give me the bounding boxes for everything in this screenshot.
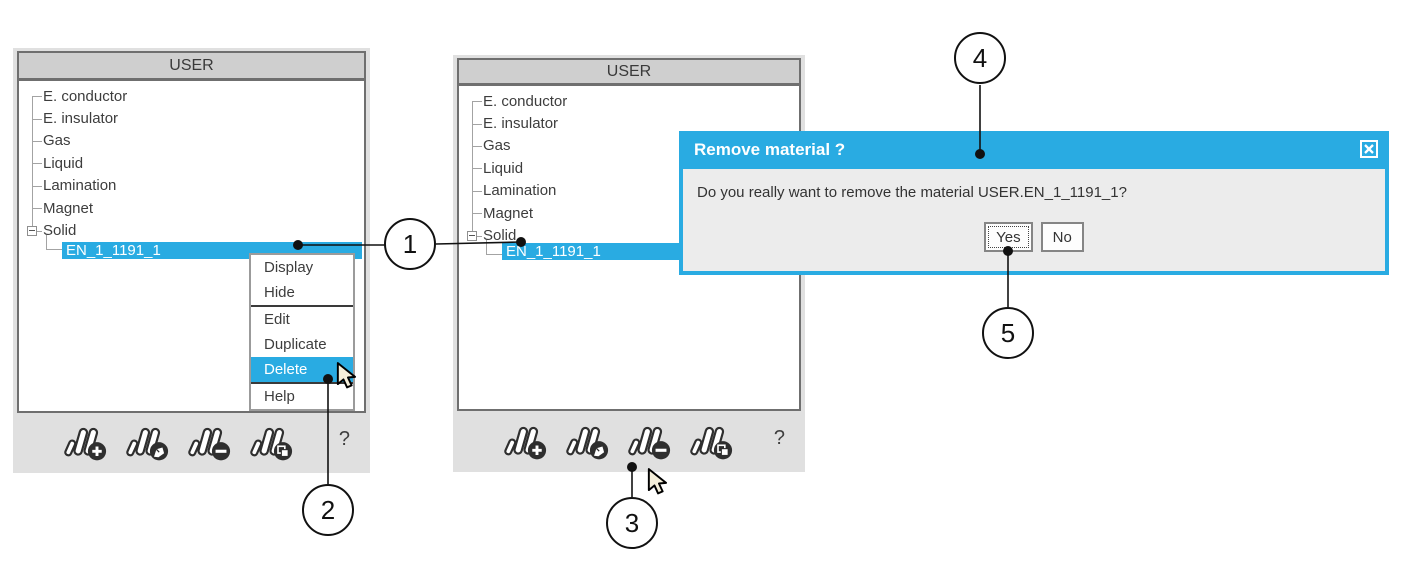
tree-item-lamination[interactable]: Lamination <box>21 175 362 197</box>
tree-item-liquid[interactable]: Liquid <box>21 152 362 174</box>
tree-item-label: Solid <box>483 227 517 245</box>
material-toolbar: ? <box>453 414 805 472</box>
tree-item-solid[interactable]: Solid <box>21 219 362 241</box>
tree-item-gas[interactable]: Gas <box>21 130 362 152</box>
context-menu: Display Hide Edit Duplicate Delete Help <box>249 253 355 411</box>
callout-1: 1 <box>384 218 436 270</box>
tree-item-label: Lamination <box>483 182 557 200</box>
collapse-icon[interactable] <box>27 225 37 236</box>
tree-item-magnet[interactable]: Magnet <box>21 197 362 219</box>
panel-title: USER <box>17 51 366 80</box>
callout-number: 2 <box>320 494 336 525</box>
callout-number: 1 <box>402 228 418 259</box>
tree-rows: E. conductor E. insulator Gas Liquid Lam… <box>21 83 362 242</box>
edit-material-button[interactable] <box>566 423 612 463</box>
tree-guide-line <box>32 96 33 231</box>
callout-4: 4 <box>954 32 1006 84</box>
tree-child-connector <box>46 235 62 250</box>
menu-item-edit[interactable]: Edit <box>251 307 353 332</box>
tree-item-e-conductor[interactable]: E. conductor <box>461 90 797 112</box>
delete-material-button[interactable] <box>628 423 674 463</box>
selected-material-label: EN_1_1191_1 <box>506 243 601 260</box>
tree-item-label: Liquid <box>483 159 524 177</box>
menu-separator <box>251 382 353 384</box>
callout-number: 5 <box>1000 317 1016 348</box>
callout-5: 5 <box>982 307 1034 359</box>
dialog-titlebar[interactable]: Remove material ? <box>679 131 1389 169</box>
tree-item-label: Solid <box>43 222 77 240</box>
panel-title-label: USER <box>606 62 652 80</box>
yes-button[interactable]: Yes <box>984 222 1033 252</box>
collapse-icon[interactable] <box>467 230 477 241</box>
tree-item-e-conductor[interactable]: E. conductor <box>21 85 362 107</box>
help-button[interactable]: ? <box>338 428 350 450</box>
callout-number: 3 <box>624 507 640 538</box>
menu-item-help[interactable]: Help <box>251 384 353 409</box>
tree-item-e-insulator[interactable]: E. insulator <box>21 107 362 129</box>
remove-material-dialog: Remove material ? Do you really want to … <box>679 131 1389 275</box>
no-button[interactable]: No <box>1040 222 1084 252</box>
menu-item-hide[interactable]: Hide <box>251 280 353 305</box>
add-material-button[interactable] <box>64 424 110 464</box>
tree-item-selected-material[interactable]: EN_1_1191_1 <box>62 242 362 259</box>
tree-item-liquid[interactable]: Liquid <box>461 157 797 179</box>
callout-3: 3 <box>606 497 658 549</box>
tree-item-label: E. conductor <box>43 87 128 105</box>
dialog-body: Do you really want to remove the materia… <box>679 169 1389 275</box>
tree-item-label: Liquid <box>43 154 84 172</box>
callout-number: 4 <box>972 42 988 73</box>
dialog-message: Do you really want to remove the materia… <box>697 184 1127 201</box>
close-button[interactable] <box>1360 140 1378 158</box>
tree-item-label: E. conductor <box>483 92 568 110</box>
close-icon <box>1364 144 1374 154</box>
duplicate-material-button[interactable] <box>250 424 296 464</box>
help-button[interactable]: ? <box>773 427 785 449</box>
tree-item-lamination[interactable]: Lamination <box>461 180 797 202</box>
tree-item-label: Magnet <box>43 199 94 217</box>
menu-item-delete[interactable]: Delete <box>251 357 353 382</box>
mouse-cursor-icon <box>647 468 668 495</box>
callout-2: 2 <box>302 484 354 536</box>
tree-item-label: Magnet <box>483 204 534 222</box>
duplicate-material-button[interactable] <box>690 423 736 463</box>
tree-rows: E. conductor E. insulator Gas Liquid Lam… <box>461 88 797 247</box>
tree-guide-line <box>472 101 473 236</box>
tree-item-e-insulator[interactable]: E. insulator <box>461 112 797 134</box>
material-toolbar: ? <box>13 415 370 473</box>
selected-material-label: EN_1_1191_1 <box>66 242 161 259</box>
tree-item-magnet[interactable]: Magnet <box>461 202 797 224</box>
panel-title-label: USER <box>169 56 214 74</box>
dialog-title: Remove material ? <box>694 140 846 159</box>
tree-item-label: Gas <box>43 132 71 150</box>
panel-title: USER <box>457 58 801 85</box>
dialog-buttons: Yes No <box>683 222 1385 252</box>
menu-item-display[interactable]: Display <box>251 255 353 280</box>
delete-material-button[interactable] <box>188 424 234 464</box>
tree-item-solid[interactable]: Solid <box>461 224 797 246</box>
tree-item-label: E. insulator <box>483 115 559 133</box>
edit-material-button[interactable] <box>126 424 172 464</box>
tree-child-connector <box>486 240 502 255</box>
tree-item-gas[interactable]: Gas <box>461 135 797 157</box>
menu-item-duplicate[interactable]: Duplicate <box>251 332 353 357</box>
add-material-button[interactable] <box>504 423 550 463</box>
tree-item-label: E. insulator <box>43 110 119 128</box>
tree-content: E. conductor E. insulator Gas Liquid Lam… <box>21 83 362 409</box>
tree-item-label: Gas <box>483 137 511 155</box>
tree-item-label: Lamination <box>43 177 117 195</box>
menu-separator <box>251 305 353 307</box>
